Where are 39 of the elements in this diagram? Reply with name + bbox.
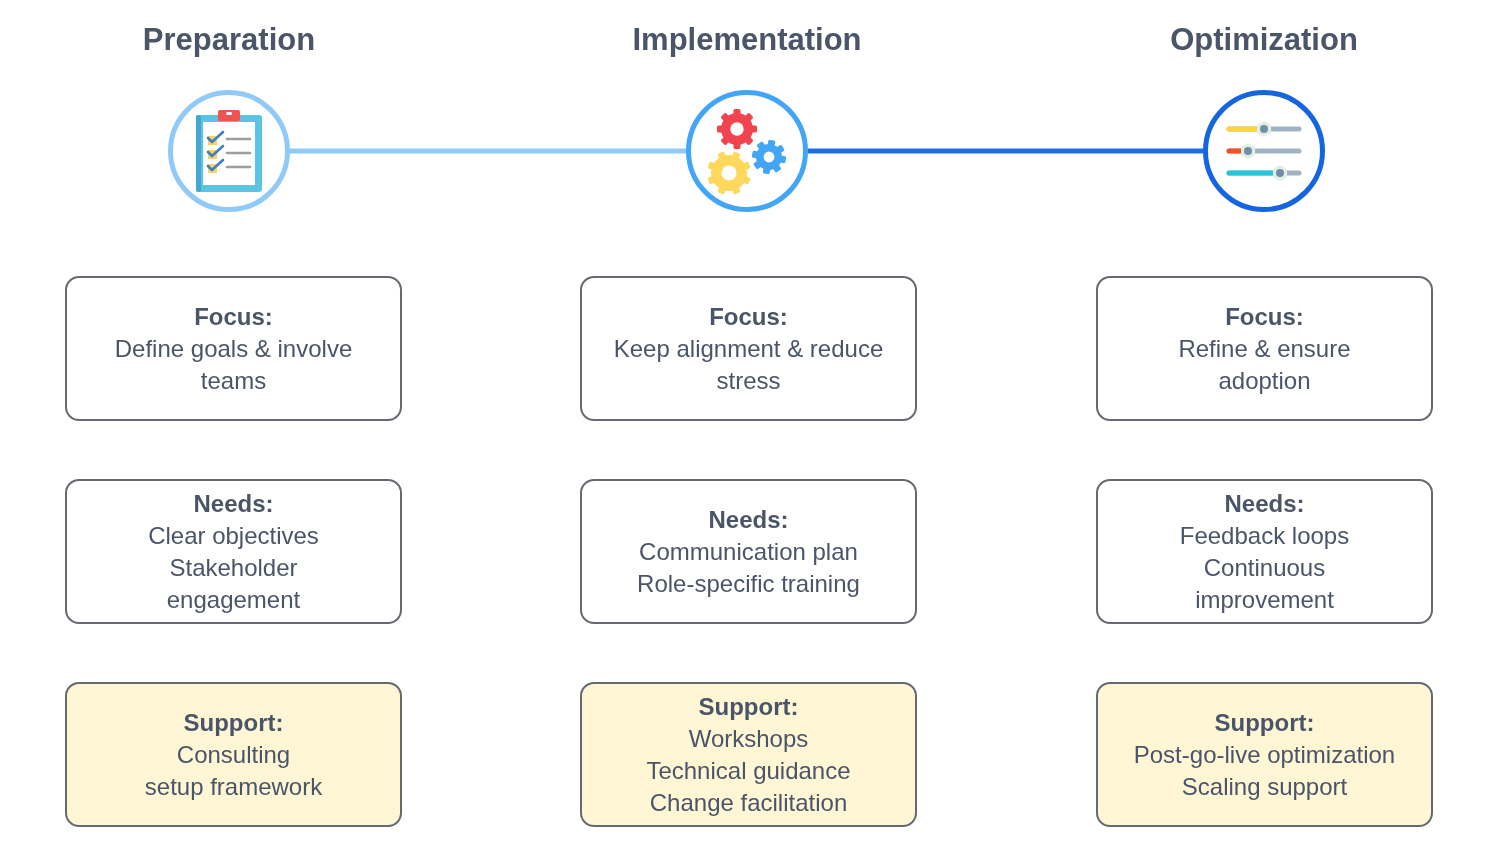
card-text: Feedback loops [1179,520,1350,551]
card-heading: Needs: [1224,488,1305,519]
card-text: Continuous improvement [1194,552,1335,615]
info-card [1096,276,1433,421]
card-text: setup framework [144,771,323,802]
info-card [580,682,917,827]
card-text: Refine & ensure adoption [1177,333,1352,396]
card-text: Stakeholder engagement [165,552,302,615]
card-heading: Focus: [709,301,788,332]
card-heading: Support: [1214,707,1315,738]
card-heading: Needs: [193,488,274,519]
card-heading: Support: [698,691,799,722]
connector-line [290,148,686,154]
info-card [65,479,402,624]
phase-heading: Implementation [632,21,862,59]
card-text: Communication plan [639,536,858,567]
card-text: Role-specific training [637,568,860,599]
card-text: Define goals & involve teams [113,333,354,396]
card-text: Workshops [688,723,809,754]
info-card [65,682,402,827]
card-text: Clear objectives [148,520,319,551]
info-card [1096,479,1433,624]
card-text: Consulting [176,739,291,770]
card-text: Keep alignment & reduce stress [612,333,885,396]
connector-line [808,148,1203,154]
card-heading: Support: [183,707,284,738]
card-text: Scaling support [1181,771,1348,802]
card-heading: Focus: [194,301,273,332]
card-text: Change facilitation [649,787,848,818]
card-heading: Needs: [708,504,789,535]
phase-heading: Preparation [142,21,316,59]
card-heading: Focus: [1225,301,1304,332]
info-card [65,276,402,421]
info-card [1096,682,1433,827]
phase-heading: Optimization [1170,21,1358,59]
info-card [580,479,917,624]
card-text: Technical guidance [646,755,851,786]
info-card [580,276,917,421]
card-text: Post-go-live optimization [1133,739,1396,770]
